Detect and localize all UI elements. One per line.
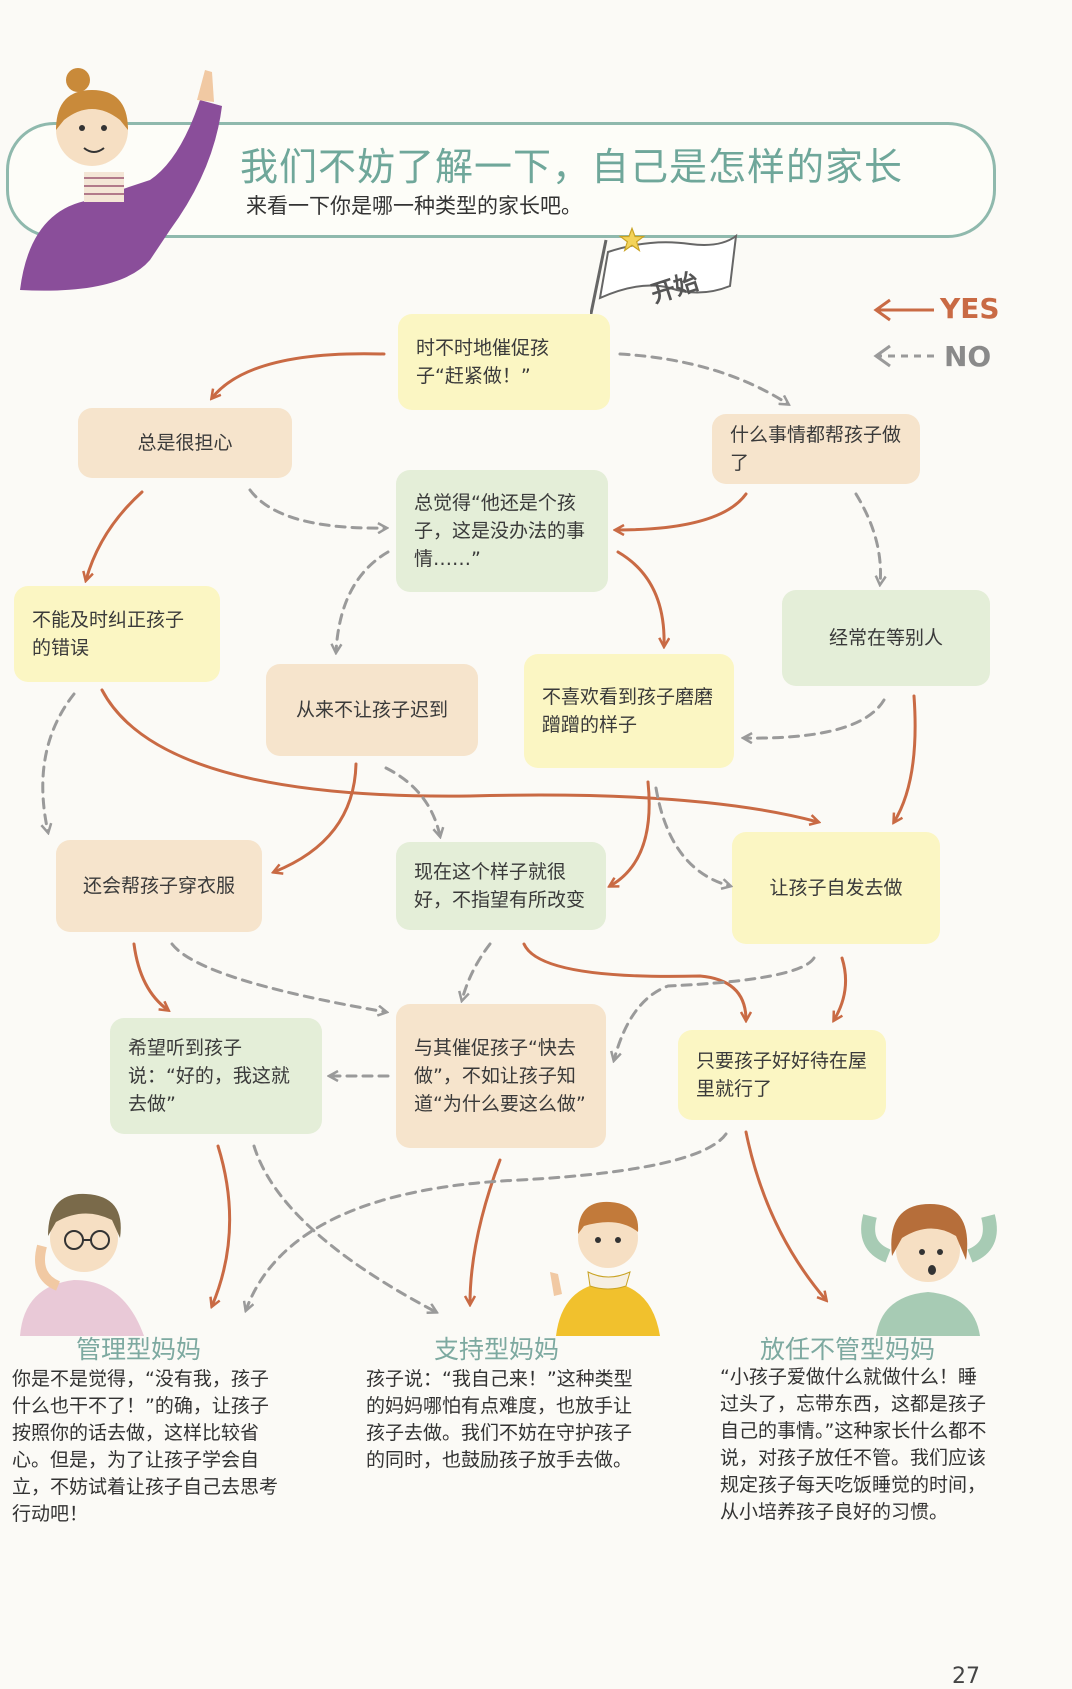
mom-thinking-illustration [20, 1193, 144, 1336]
arrow-no [384, 766, 440, 836]
woman-hands-on-head-illustration [861, 1204, 997, 1336]
node-never-late: 从来不让孩子迟到 [266, 664, 478, 756]
result-desc-supporter: 孩子说：“我自己来！”这种类型的妈妈哪怕有点难度，也放手让孩子去做。我们不妨在守… [366, 1368, 633, 1471]
legend-yes-label: YES [940, 292, 1000, 325]
result-desc-manager: 你是不是觉得，“没有我，孩子什么也干不了！”的确，让孩子按照你的话去做，这样比较… [12, 1368, 279, 1525]
arrow-yes [834, 956, 848, 1020]
result-title-manager: 管理型妈妈 [76, 1335, 202, 1364]
mom-pointing-illustration [20, 68, 222, 291]
arrow-yes [894, 694, 917, 822]
node-still-a-child: 总觉得“他还是个孩子，这是没办法的事情……” [396, 470, 608, 592]
arrow-no [43, 692, 76, 832]
arrow-yes [274, 762, 358, 872]
node-do-everything: 什么事情都帮孩子做了 [712, 414, 920, 484]
arrow-yes [610, 780, 651, 886]
arrow-yes [470, 1158, 502, 1304]
arrow-yes [744, 1130, 826, 1300]
legend-no-label: NO [944, 340, 992, 373]
arrow-no [654, 786, 730, 886]
node-let-child-self-start: 让孩子自发去做 [732, 832, 940, 944]
result-title-laissez-faire: 放任不管型妈妈 [760, 1335, 936, 1364]
node-urge-hurry: 时不时地催促孩子“赶紧做！” [398, 314, 610, 410]
arrow-yes [212, 352, 386, 398]
arrow-no [170, 942, 386, 1012]
arrow-yes [132, 942, 168, 1010]
node-help-dress: 还会帮孩子穿衣服 [56, 840, 262, 932]
arrow-yes [212, 1144, 232, 1306]
result-title-supporter: 支持型妈妈 [434, 1335, 560, 1364]
arrow-no [336, 550, 390, 652]
node-dislike-dawdling: 不喜欢看到孩子磨磨蹭蹭的样子 [524, 654, 734, 768]
arrow-no [248, 488, 386, 528]
node-explain-why: 与其催促孩子“快去做”，不如让孩子知道“为什么要这么做” [396, 1004, 606, 1148]
flag-icon [590, 233, 738, 326]
node-not-correct-mistakes: 不能及时纠正孩子的错误 [14, 586, 220, 682]
arrow-no [252, 1144, 436, 1312]
page-subtitle: 来看一下你是哪一种类型的家长吧。 [246, 194, 582, 218]
star-icon [618, 226, 646, 252]
arrow-no [854, 492, 881, 584]
node-always-worried: 总是很担心 [78, 408, 292, 478]
page-number: 27 [952, 1664, 980, 1689]
page-title: 我们不妨了解一下，自己是怎样的家长 [240, 145, 904, 189]
boy-scarf-illustration [550, 1201, 660, 1336]
arrow-no [462, 942, 492, 1000]
arrow-yes [616, 550, 664, 646]
arrow-yes [86, 490, 144, 580]
node-fine-as-is: 现在这个样子就很好，不指望有所改变 [396, 842, 606, 930]
legend-arrows [873, 298, 934, 368]
arrow-yes [616, 492, 748, 530]
arrow-no [744, 698, 886, 738]
arrow-no [618, 352, 788, 404]
node-hope-to-hear: 希望听到孩子说：“好的，我这就去做” [110, 1018, 322, 1134]
node-often-waiting: 经常在等别人 [782, 590, 990, 686]
result-desc-laissez-faire: “小孩子爱做什么就做什么！睡过头了，忘带东西，这都是孩子自己的事情。”这种家长什… [720, 1366, 987, 1523]
node-stay-at-home: 只要孩子好好待在屋里就行了 [678, 1030, 886, 1120]
